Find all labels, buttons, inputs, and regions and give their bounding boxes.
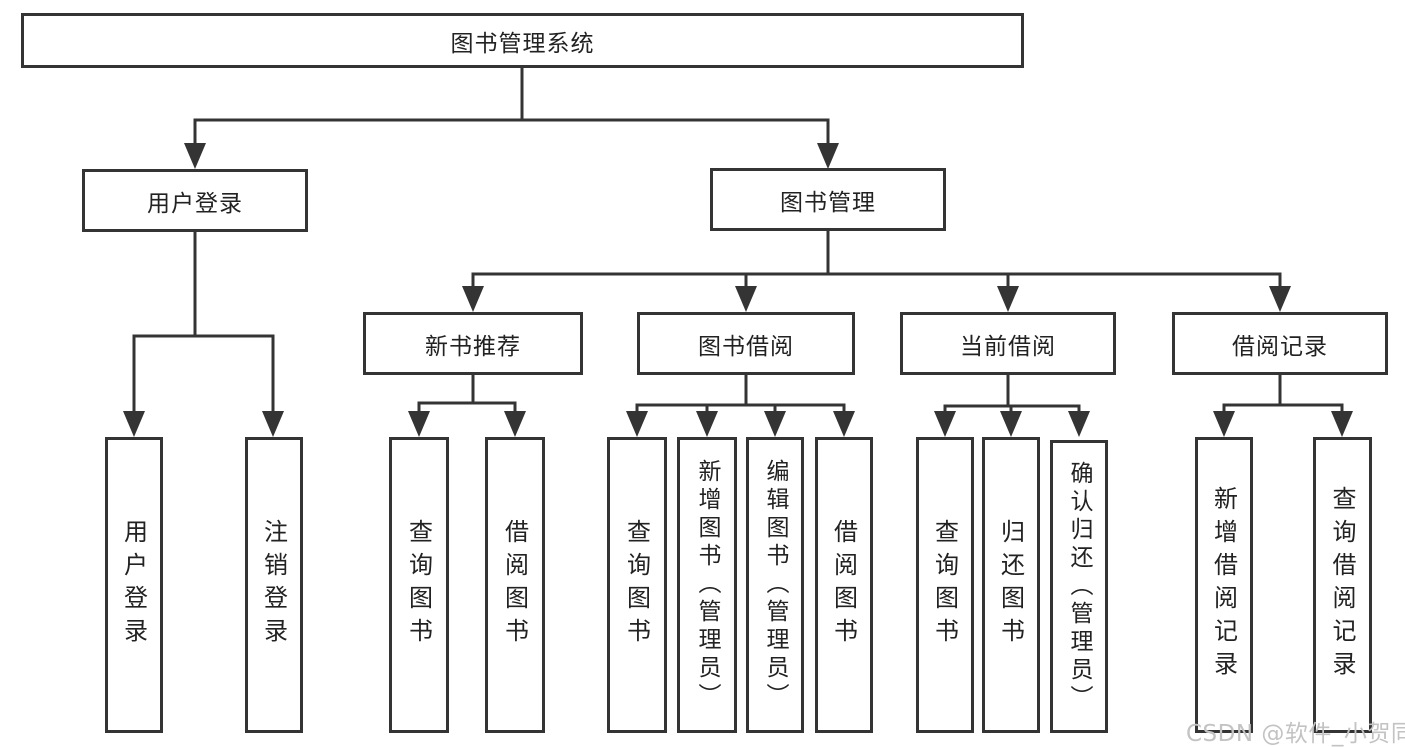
node-book-management: 图书管理 bbox=[710, 168, 946, 231]
leaf-logout: 注销登录 bbox=[245, 437, 303, 733]
node-borrow-record: 借阅记录 bbox=[1172, 312, 1388, 375]
node-library-management-system: 图书管理系统 bbox=[21, 13, 1024, 68]
leaf-edit-book-admin: 编辑图书（管理员） bbox=[746, 437, 804, 733]
leaf-borrow-books: 借阅图书 bbox=[815, 437, 873, 733]
arrowheads bbox=[123, 143, 1353, 437]
leaf-query-borrow-record: 查询借阅记录 bbox=[1313, 437, 1372, 733]
node-book-borrow: 图书借阅 bbox=[637, 312, 855, 375]
leaf-confirm-return-admin: 确认归还（管理员） bbox=[1050, 440, 1108, 733]
leaf-add-borrow-record: 新增借阅记录 bbox=[1195, 437, 1253, 733]
leaf-query-books: 查询图书 bbox=[389, 437, 449, 733]
leaf-borrow-books: 借阅图书 bbox=[485, 437, 545, 733]
node-user-login: 用户登录 bbox=[82, 169, 308, 232]
node-new-book-recommend: 新书推荐 bbox=[363, 312, 583, 375]
watermark: CSDN @软件_小贺同学 bbox=[1186, 721, 1405, 747]
leaf-return-book: 归还图书 bbox=[982, 437, 1040, 733]
leaf-query-books: 查询图书 bbox=[607, 437, 667, 733]
node-current-borrow: 当前借阅 bbox=[900, 312, 1116, 375]
leaf-query-books: 查询图书 bbox=[916, 437, 974, 733]
leaf-user-login: 用户登录 bbox=[105, 437, 163, 733]
leaf-add-book-admin: 新增图书（管理员） bbox=[677, 437, 737, 733]
